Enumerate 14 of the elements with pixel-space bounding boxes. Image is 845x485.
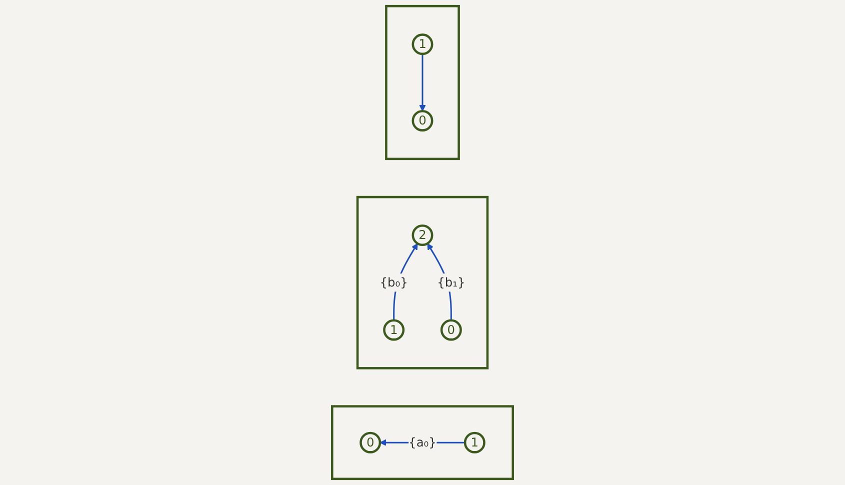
arrow: [419, 54, 426, 112]
node-circle: 0: [412, 110, 434, 132]
cluster: [356, 196, 489, 370]
node-circle: 0: [360, 432, 382, 454]
edge-label: {b₀}: [380, 274, 408, 290]
node-circle: 0: [440, 319, 462, 341]
node-circle: 1: [412, 34, 434, 56]
cluster: [385, 4, 460, 160]
edge-label: {b₁}: [437, 274, 466, 290]
node-circle: 2: [412, 224, 434, 246]
cluster: [331, 405, 514, 480]
node-circle: 1: [464, 432, 486, 454]
node-circle: 1: [383, 319, 405, 341]
edge-label: {a₀}: [408, 434, 436, 450]
